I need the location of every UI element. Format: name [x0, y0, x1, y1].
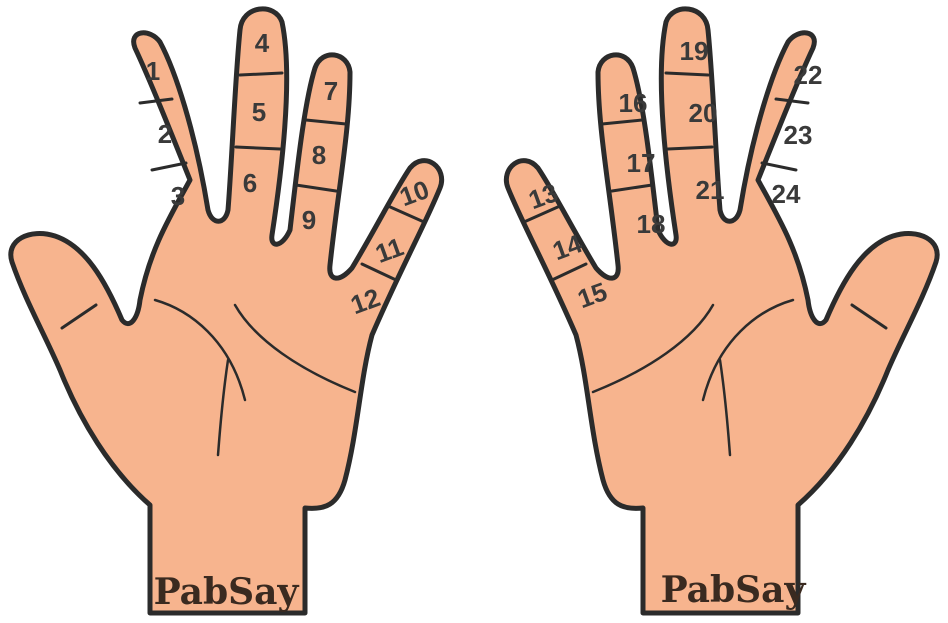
- right-brand-label: PabSay: [661, 569, 807, 611]
- left-segment-number: 8: [312, 140, 326, 170]
- right-pinky-crease-2: [762, 163, 796, 170]
- right-segment-number: 24: [772, 179, 801, 209]
- left-brand-label: PabSay: [154, 571, 300, 613]
- right-ring-crease-2: [668, 147, 712, 149]
- left-segment-number: 3: [171, 181, 185, 211]
- left-segment-number: 5: [252, 97, 266, 127]
- left-segment-number: 7: [324, 76, 338, 106]
- right-hand-outline: [506, 9, 937, 613]
- right-segment-number: 23: [784, 120, 813, 150]
- left-pinky-crease-2: [152, 163, 186, 170]
- right-hand: 13 14 15 16 17 18 19 20 21 22 23 24 PabS…: [506, 9, 937, 613]
- left-segment-number: 4: [255, 28, 270, 58]
- right-segment-number: 18: [637, 209, 666, 239]
- right-segment-number: 20: [689, 98, 718, 128]
- left-segment-number: 9: [302, 205, 316, 235]
- right-segment-number: 21: [696, 175, 725, 205]
- left-segment-number: 2: [158, 119, 172, 149]
- left-ring-crease-2: [236, 147, 280, 149]
- right-segment-number: 19: [680, 36, 709, 66]
- right-segment-number: 22: [794, 60, 823, 90]
- right-segment-number: 16: [619, 88, 648, 118]
- right-ring-crease-1: [666, 73, 708, 75]
- right-segment-number: 17: [627, 148, 656, 178]
- left-segment-number: 6: [243, 168, 257, 198]
- left-segment-number: 1: [146, 56, 160, 86]
- left-hand: 1 2 3 4 5 6 7 8 9 10 11 12 PabSay: [11, 9, 442, 613]
- left-ring-crease-1: [240, 73, 282, 75]
